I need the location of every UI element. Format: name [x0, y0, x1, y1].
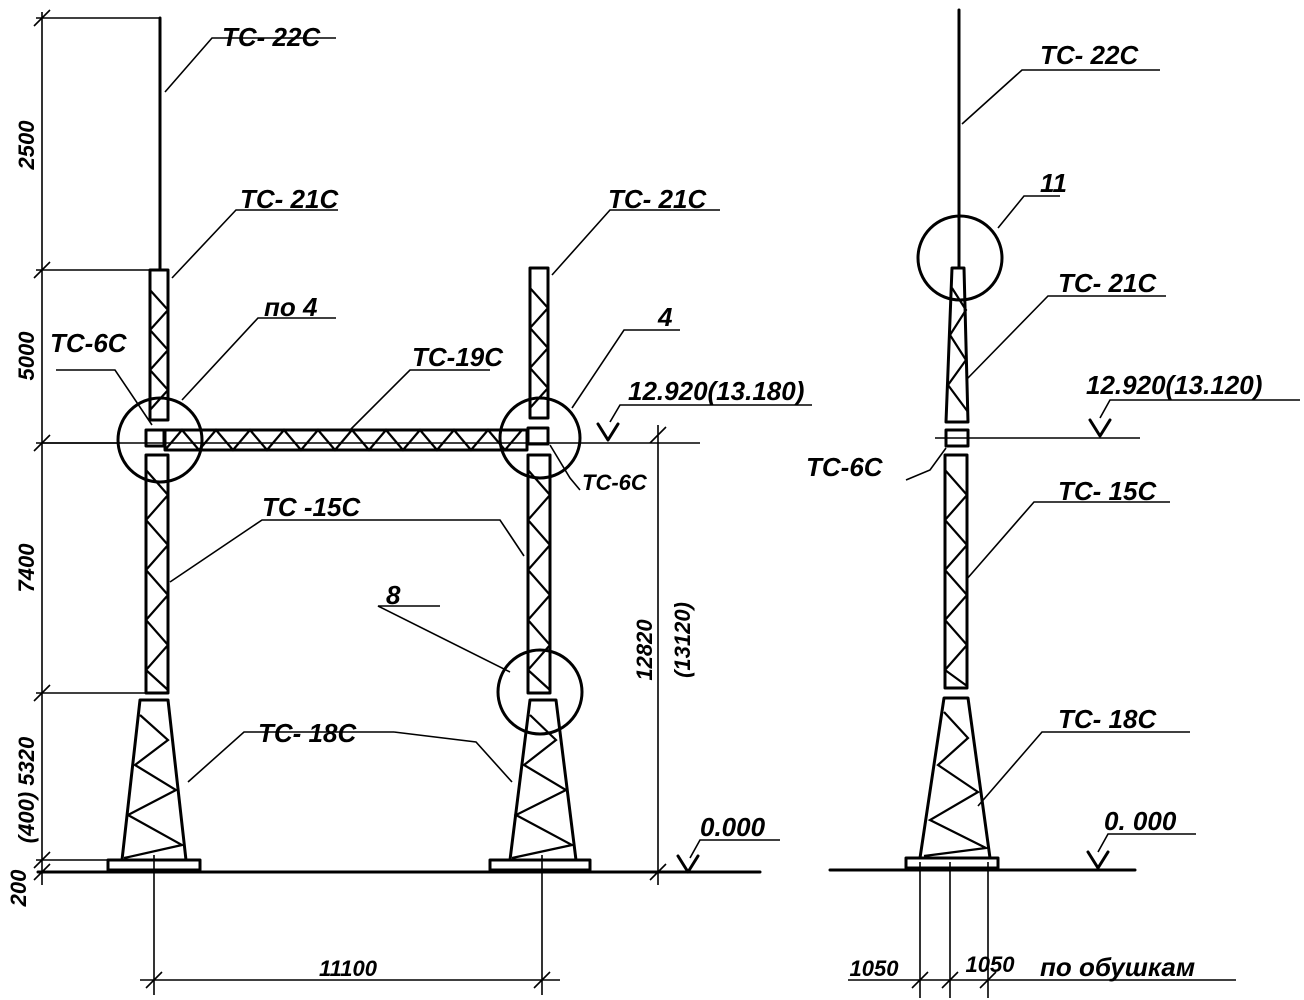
side-label-elev-top: 12.920(13.120) [1086, 370, 1262, 400]
side-elevation-marker-zero [1086, 833, 1196, 870]
left-column-tc15 [144, 453, 170, 695]
side-label-tc21: ТС- 21С [1058, 268, 1157, 298]
label-tc18: ТС- 18С [258, 718, 357, 748]
right-column-tc15 [526, 453, 552, 695]
label-po4: по 4 [264, 292, 318, 322]
elevation-marker-top [596, 404, 812, 442]
detail-circle-11 [916, 214, 1004, 302]
left-base-tc18 [106, 698, 202, 872]
dim-200: 200 [6, 869, 31, 907]
span-dimension [140, 971, 560, 989]
height-dimension [649, 425, 667, 885]
label-tc15: ТС -15С [262, 492, 361, 522]
detail-circle-left-4 [116, 396, 204, 484]
side-elevation-marker-top [1088, 399, 1300, 438]
side-label-tc18: ТС- 18С [1058, 704, 1157, 734]
dim-span: 11100 [319, 956, 378, 981]
label-tc21-left: ТС- 21С [240, 184, 339, 214]
side-leader-lines [905, 69, 1190, 807]
dim-height-alt: (13120) [670, 602, 695, 678]
front-view: 2500 5000 7400 (400) 5320 200 [6, 9, 812, 995]
side-column-tc21 [944, 266, 970, 424]
label-tc22: ТС- 22С [222, 22, 321, 52]
right-base-tc18 [488, 698, 592, 872]
side-dim-note: по обушкам [1040, 952, 1195, 982]
side-column-tc15 [943, 453, 969, 690]
side-label-node-11: 11 [1040, 168, 1067, 198]
left-dimension-chain [33, 9, 160, 885]
right-column-tc21 [528, 266, 550, 420]
label-node-4: 4 [657, 302, 673, 332]
side-label-elev-zero: 0. 000 [1104, 806, 1177, 836]
dim-5320: (400) 5320 [14, 736, 39, 843]
label-tc6-right: ТС-6С [582, 470, 648, 495]
left-column-tc21 [148, 268, 170, 422]
front-leader-lines [56, 37, 720, 783]
crossbeam-tc19 [163, 428, 529, 452]
side-label-tc22: ТС- 22С [1040, 40, 1139, 70]
label-elev-top-front: 12.920(13.180) [628, 376, 804, 406]
side-dim-left: 1050 [850, 956, 900, 981]
dim-height: 12820 [632, 619, 657, 681]
side-base-tc18 [904, 696, 1000, 870]
label-node-8: 8 [386, 580, 401, 610]
label-tc21-right: ТС- 21С [608, 184, 707, 214]
detail-circle-8 [496, 648, 584, 736]
label-tc19: ТС-19С [412, 342, 504, 372]
dim-7400: 7400 [14, 543, 39, 593]
detail-circle-right-4 [498, 396, 582, 480]
side-view: ТС- 22С 11 ТС- 21С 12.920(13.120) ТС-6С … [806, 8, 1300, 998]
side-base-dimension [848, 971, 1236, 989]
side-label-tc6: ТС-6С [806, 452, 884, 482]
side-label-tc15: ТС- 15С [1058, 476, 1157, 506]
right-tc6-connector [526, 426, 550, 446]
side-dim-right: 1050 [966, 952, 1016, 977]
dim-2500: 2500 [14, 120, 39, 171]
dim-5000: 5000 [14, 331, 39, 381]
elevation-marker-zero [676, 839, 780, 874]
label-elev-zero-front: 0.000 [700, 812, 766, 842]
label-tc6-left: ТС-6С [50, 328, 128, 358]
